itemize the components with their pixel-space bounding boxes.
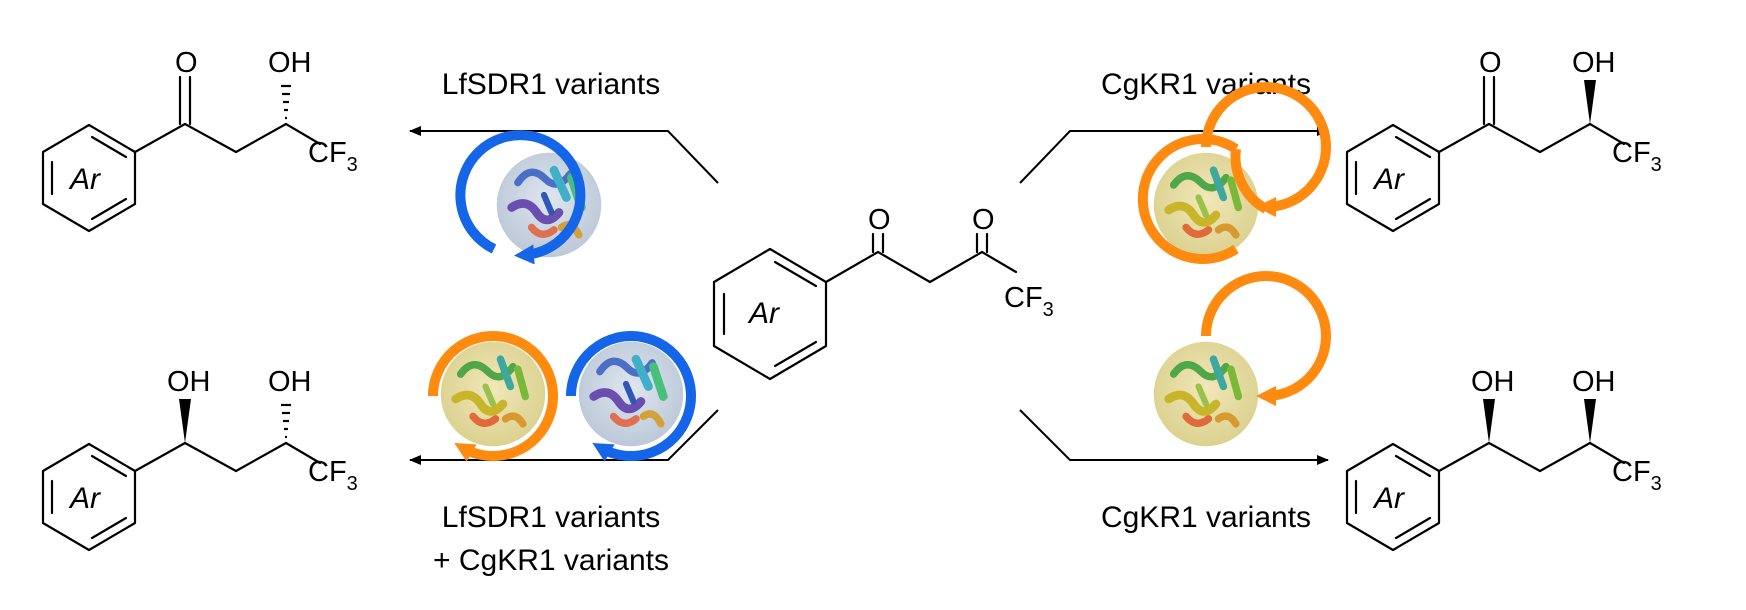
wedge-bond: [1483, 399, 1495, 443]
wedge-bond: [1584, 399, 1596, 443]
hashed-wedge-bond: [281, 84, 291, 120]
hashed-wedge-bond: [281, 403, 291, 439]
carbonyl-oxygen: O: [1479, 47, 1502, 79]
aryl-label: Ar: [68, 482, 101, 515]
carbonyl-oxygen: O: [972, 204, 995, 236]
aryl-label: Ar: [747, 297, 780, 330]
product-bottom-left: Ar OH OH CF3: [41, 366, 358, 552]
cgkr1-cycle-icon: [1154, 271, 1331, 446]
hydroxyl-group: OH: [1471, 366, 1515, 398]
product-bottom-right: Ar OH OH CF3: [1345, 366, 1662, 552]
wedge-bond: [1584, 80, 1596, 124]
cf3-group: CF3: [1612, 456, 1662, 495]
arrow-top-right: [1019, 126, 1329, 184]
hydroxyl-group: OH: [1572, 47, 1616, 79]
arrow-bottom-right: [1019, 409, 1329, 465]
label-bottom-left-line2: + CgKR1 variants: [433, 544, 669, 577]
hydroxyl-group: OH: [268, 47, 312, 79]
aryl-label: Ar: [68, 163, 101, 196]
hydroxyl-group: OH: [1572, 366, 1616, 398]
aryl-label: Ar: [1372, 163, 1405, 196]
cf3-group: CF3: [308, 456, 358, 495]
hydroxyl-group: OH: [268, 366, 312, 398]
cf3-group: CF3: [308, 137, 358, 176]
cgkr1-cycle-icon: [1137, 82, 1331, 264]
carbonyl-oxygen: O: [868, 204, 891, 236]
product-top-right: Ar O OH CF3: [1345, 47, 1662, 233]
cgkr1-cycle-icon: [428, 331, 558, 462]
arrow-top-left: [409, 126, 719, 184]
label-top-left: LfSDR1 variants: [442, 68, 660, 101]
cf3-group: CF3: [1004, 282, 1054, 321]
cf3-group: CF3: [1612, 137, 1662, 176]
label-bottom-left-line1: LfSDR1 variants: [442, 501, 660, 534]
carbonyl-oxygen: O: [175, 47, 198, 79]
wedge-bond: [179, 399, 191, 443]
aryl-label: Ar: [1372, 482, 1405, 515]
lfsdr1-cycle-icon: [566, 331, 696, 462]
label-bottom-right: CgKR1 variants: [1101, 501, 1311, 534]
product-top-left: Ar O OH CF3: [41, 47, 358, 233]
substrate-diketone: Ar O O CF3: [712, 204, 1054, 381]
lfsdr1-cycle-icon: [455, 130, 601, 265]
hydroxyl-group: OH: [167, 366, 211, 398]
